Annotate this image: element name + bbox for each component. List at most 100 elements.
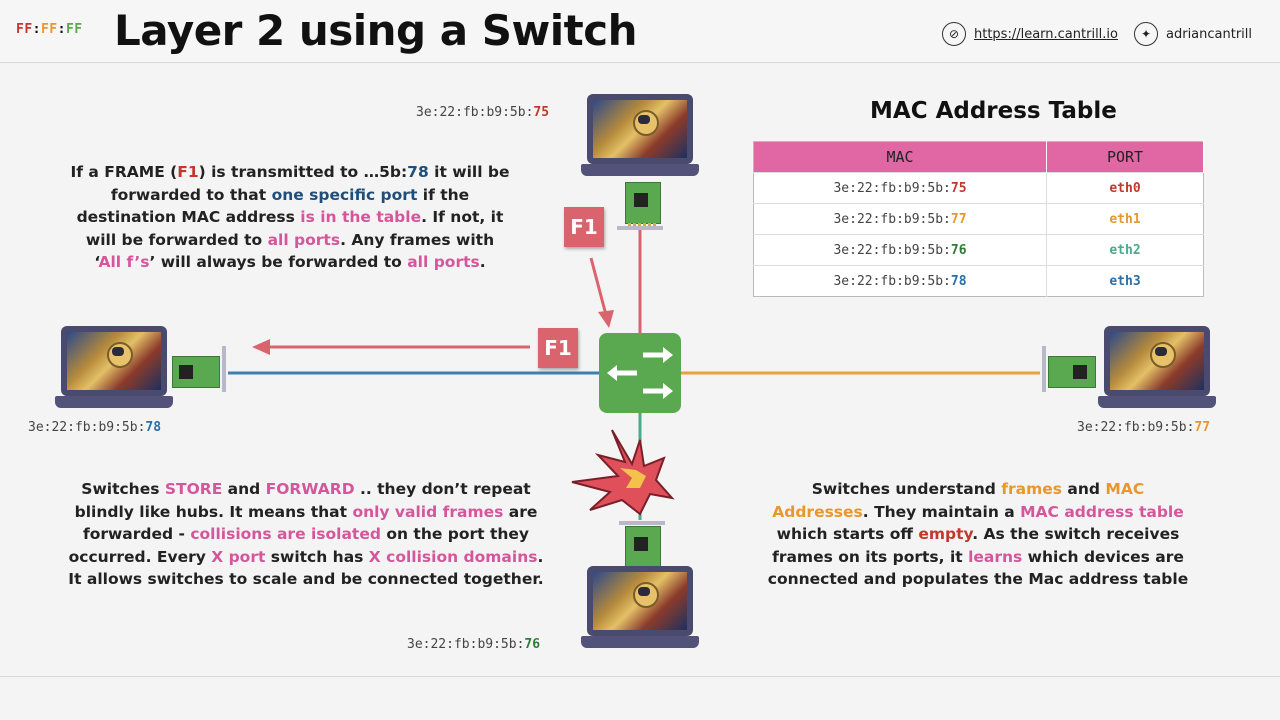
website-url[interactable]: https://learn.cantrill.io xyxy=(974,26,1118,42)
text-span: . They maintain a xyxy=(862,502,1021,521)
text-span: which devices are xyxy=(1022,547,1184,566)
text-span: will be forwarded to xyxy=(85,230,268,249)
text-span: it will be xyxy=(428,163,510,181)
column-header-mac: MAC xyxy=(753,141,1047,173)
laptop-icon-right xyxy=(1098,326,1216,416)
compass-icon: ⊘ xyxy=(942,22,966,46)
port-cell: eth0 xyxy=(1046,172,1204,204)
mac-suffix: 76 xyxy=(524,637,541,652)
text-span: one specific port xyxy=(271,185,418,204)
mac-label-right: 3e:22:fb:b9:5b:77 xyxy=(1077,420,1210,435)
text-span: FORWARD xyxy=(265,480,355,498)
header: FF:FF:FF Layer 2 using a Switch ⊘ https:… xyxy=(0,0,1280,63)
table-row: 3e:22:fb:b9:5b:77 eth1 xyxy=(753,203,1204,235)
text-span: frames xyxy=(1001,480,1063,498)
text-span: . Any frames with xyxy=(340,230,495,249)
collision-burst-icon xyxy=(571,429,675,516)
text-span: collisions are isolated xyxy=(190,525,381,543)
text-span: Switches xyxy=(81,480,165,498)
mac-suffix: 77 xyxy=(950,211,967,227)
laptop-icon-top xyxy=(581,94,699,184)
text-span: all ports xyxy=(267,230,341,249)
text-span: if the xyxy=(417,185,470,204)
mac-cell: 3e:22:fb:b9:5b:77 xyxy=(753,203,1047,235)
text-span: X collision domains xyxy=(368,547,538,566)
mac-label-top: 3e:22:fb:b9:5b:75 xyxy=(416,105,549,120)
text-span: and xyxy=(1062,480,1106,498)
twitter-icon: ✦ xyxy=(1134,22,1158,46)
store-forward-text: Switches STORE and FORWARD .. they don’t… xyxy=(66,478,546,591)
network-card-icon-bottom xyxy=(625,526,661,568)
switch-learning-text: Switches understand frames and MAC Addre… xyxy=(758,478,1198,591)
text-span: frames on its ports, it xyxy=(772,547,969,566)
website-link[interactable]: ⊘ https://learn.cantrill.io xyxy=(942,22,1118,46)
text-span: Switches understand xyxy=(811,480,1002,498)
logo-part-2: FF xyxy=(40,22,58,37)
text-span: MAC address table xyxy=(1020,502,1184,521)
port-cell: eth3 xyxy=(1046,265,1204,297)
logo: FF:FF:FF xyxy=(16,22,83,37)
text-span: forwarded - xyxy=(82,525,191,543)
arrow-head-left xyxy=(252,339,270,355)
nic-bracket-right xyxy=(1042,346,1046,392)
text-span: . xyxy=(479,253,486,271)
mac-cell: 3e:22:fb:b9:5b:75 xyxy=(753,172,1047,204)
mac-prefix: 3e:22:fb:b9:5b: xyxy=(407,637,525,652)
nic-bracket-top xyxy=(617,226,663,230)
logo-sep-2: : xyxy=(57,22,66,37)
text-span: occurred. Every xyxy=(68,547,212,566)
laptop-icon-bottom xyxy=(581,566,699,656)
text-span: which starts off xyxy=(776,525,919,543)
nic-bracket-left xyxy=(222,346,226,392)
text-span: is in the table xyxy=(300,208,422,226)
text-span: Addresses xyxy=(772,502,863,521)
text-span: are xyxy=(503,502,538,521)
mac-suffix: 78 xyxy=(950,273,967,289)
network-card-icon-left xyxy=(172,356,220,388)
table-row: 3e:22:fb:b9:5b:75 eth0 xyxy=(753,172,1204,204)
text-span: on the port they xyxy=(380,525,530,543)
text-span: F1 xyxy=(177,163,199,181)
frame-label-left: F1 xyxy=(538,328,578,368)
text-span: ‘ xyxy=(94,253,99,271)
text-span: connected and populates the Mac address … xyxy=(767,570,1189,588)
text-span: All f’s xyxy=(98,253,150,271)
laptop-icon-left xyxy=(55,326,173,416)
logo-part-3: FF xyxy=(65,22,83,37)
mac-prefix: 3e:22:fb:b9:5b: xyxy=(1077,420,1195,435)
text-span: switch has xyxy=(265,547,369,566)
mac-prefix: 3e:22:fb:b9:5b: xyxy=(833,211,951,227)
table-row: 3e:22:fb:b9:5b:76 eth2 xyxy=(753,234,1204,266)
text-span: It allows switches to scale and be conne… xyxy=(68,570,544,588)
arrow-icon xyxy=(589,257,608,316)
mac-prefix: 3e:22:fb:b9:5b: xyxy=(28,420,146,435)
network-card-icon-right xyxy=(1048,356,1096,388)
column-header-port: PORT xyxy=(1046,141,1204,173)
twitter-link[interactable]: ✦ adriancantrill xyxy=(1134,22,1252,46)
mac-suffix: 78 xyxy=(145,420,162,435)
mac-label-left: 3e:22:fb:b9:5b:78 xyxy=(28,420,161,435)
mac-prefix: 3e:22:fb:b9:5b: xyxy=(416,105,534,120)
mac-prefix: 3e:22:fb:b9:5b: xyxy=(833,273,951,289)
table-row: 3e:22:fb:b9:5b:78 eth3 xyxy=(753,265,1204,297)
frame-forwarding-text: If a FRAME (F1) is transmitted to …5b:78… xyxy=(70,161,510,274)
text-span: empty xyxy=(918,525,973,543)
text-span: learns xyxy=(968,547,1023,566)
text-span: X port xyxy=(211,547,266,566)
network-card-icon-top xyxy=(625,182,661,229)
text-span: and xyxy=(222,480,266,498)
text-span: ) is transmitted to …5b: xyxy=(198,163,408,181)
mac-prefix: 3e:22:fb:b9:5b: xyxy=(833,180,951,196)
logo-part-1: FF xyxy=(16,22,33,37)
mac-table-title: MAC Address Table xyxy=(870,98,1117,124)
arrow-head-down xyxy=(598,310,614,328)
text-span: ’ will always be forwarded to xyxy=(149,253,408,271)
switch-arrows xyxy=(607,347,673,399)
mac-suffix: 75 xyxy=(533,105,550,120)
text-span: STORE xyxy=(164,480,223,498)
text-span: . xyxy=(537,547,544,566)
nic-bracket-bottom xyxy=(619,521,665,525)
mac-cell: 3e:22:fb:b9:5b:78 xyxy=(753,265,1047,297)
page-title: Layer 2 using a Switch xyxy=(114,6,638,55)
